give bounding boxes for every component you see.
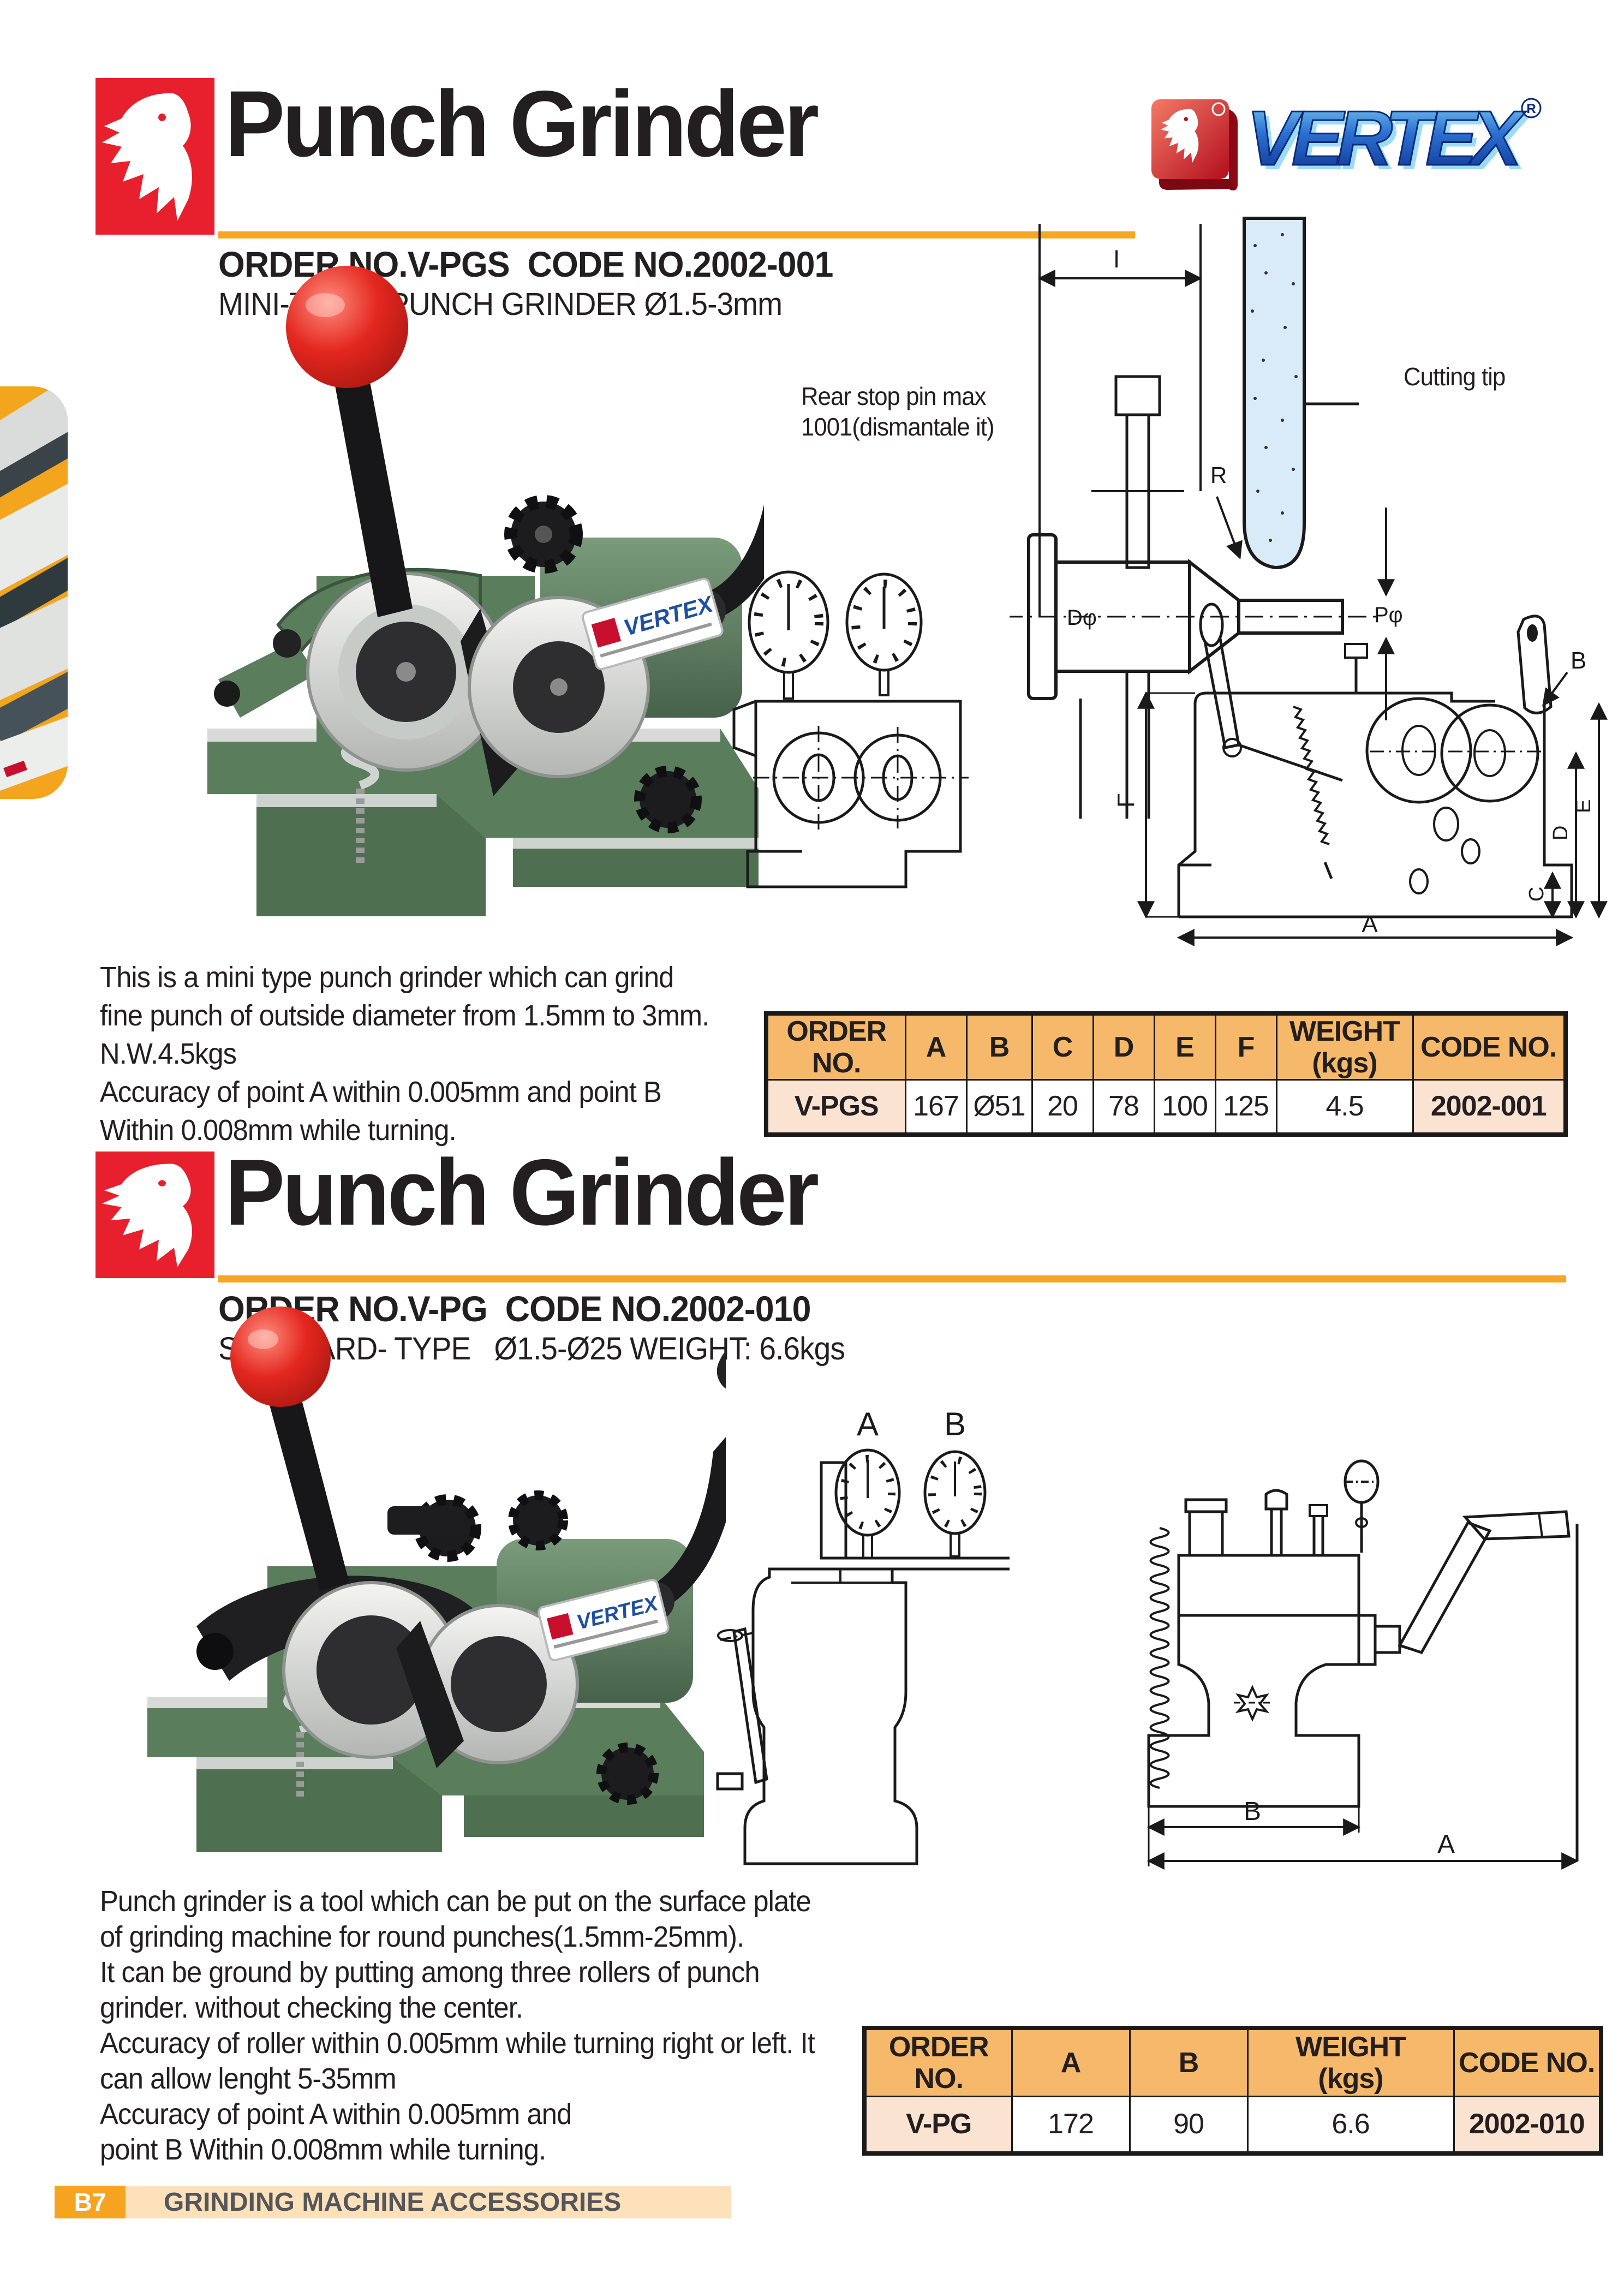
vertex-text-shadow: VERTEX <box>1251 99 1531 186</box>
dim-label-A2: A <box>1437 1830 1455 1859</box>
col-f: F <box>1214 1012 1277 1081</box>
dim-label-B: B <box>1571 647 1586 674</box>
footer-category-bar: GRINDING MACHINE ACCESSORIES <box>126 2186 731 2218</box>
cell-code-no: 2002-001 <box>1412 1079 1567 1135</box>
diagram-side-view-ba: B A <box>1108 1430 1621 1902</box>
dim-label-E: E <box>1572 800 1595 813</box>
dim-label-C: C <box>1525 887 1548 902</box>
dial-label-B: B <box>944 1406 966 1442</box>
col-code-no: CODE NO. <box>1412 1012 1567 1081</box>
vertex-cube-icon <box>1151 99 1238 190</box>
dim-label-l: l <box>1114 246 1119 273</box>
col-d: D <box>1092 1012 1155 1081</box>
cell-b: 90 <box>1129 2095 1249 2155</box>
title-underline-1 <box>218 231 1135 238</box>
col-b: B <box>1129 2027 1249 2097</box>
registered-mark: R <box>1526 102 1536 116</box>
rear-stop-note: Rear stop pin max 1001(dismantale it) <box>801 382 995 441</box>
eagle-logo-1 <box>95 78 214 235</box>
col-weight: WEIGHT (kgs) <box>1275 1012 1414 1081</box>
page-title-1: Punch Grinder <box>225 71 819 176</box>
dim-label-R: R <box>1210 462 1227 488</box>
dial-label-A: A <box>857 1406 879 1442</box>
vertex-text: VERTEX <box>1246 95 1526 182</box>
cell-weight: 4.5 <box>1275 1079 1414 1135</box>
col-weight: WEIGHT (kgs) <box>1246 2027 1455 2097</box>
eagle-icon <box>102 93 192 221</box>
dim-label-Dphi: Dφ <box>1067 606 1097 630</box>
product-photo-v-pgs: VERTEX <box>153 248 930 933</box>
diagram-front-view <box>726 568 988 898</box>
cell-b: Ø51 <box>965 1079 1033 1135</box>
col-order-no: ORDER NO. <box>863 2027 1013 2097</box>
col-e: E <box>1153 1012 1216 1081</box>
title-underline-2 <box>218 1275 1566 1282</box>
table-row: V-PGS 167 Ø51 20 78 100 125 4.5 2002-001 <box>765 1079 1567 1135</box>
col-c: C <box>1031 1012 1094 1081</box>
cell-f: 125 <box>1214 1079 1277 1135</box>
diagram-side-view-dims: B F A C D E <box>1113 568 1621 952</box>
cell-a: 167 <box>904 1079 968 1135</box>
cell-c: 20 <box>1031 1079 1094 1135</box>
vertex-sticker: VERTEX <box>581 577 724 670</box>
dim-label-D: D <box>1549 826 1572 840</box>
vertex-logo: VERTEX VERTEX R <box>1146 87 1550 202</box>
description-1: This is a mini type punch grinder which … <box>100 961 709 1147</box>
col-code-no: CODE NO. <box>1453 2027 1602 2097</box>
spring <box>1149 1527 1170 1789</box>
dim-label-F: F <box>1113 793 1139 808</box>
product-photo-v-pg: VERTEX <box>115 1304 856 1864</box>
cutting-tip-label: Cutting tip <box>1404 362 1506 391</box>
lever <box>333 371 413 617</box>
cell-weight: 6.6 <box>1246 2095 1455 2155</box>
page-title-2: Punch Grinder <box>225 1140 819 1245</box>
cell-order-no: V-PG <box>863 2095 1013 2155</box>
spec-table-v-pgs: ORDER NO. A B C D E F WEIGHT (kgs) CODE … <box>764 1011 1568 1137</box>
red-ball-handle <box>286 266 408 388</box>
table-row: V-PG 172 90 6.6 2002-010 <box>863 2095 1602 2155</box>
eagle-icon <box>102 1164 192 1267</box>
col-a: A <box>1011 2027 1131 2097</box>
spec-table-v-pg: ORDER NO. A B WEIGHT (kgs) CODE NO. V-PG… <box>862 2026 1603 2156</box>
col-a: A <box>904 1012 968 1081</box>
cell-e: 100 <box>1153 1079 1216 1135</box>
dim-label-B2: B <box>1244 1797 1261 1826</box>
diagram-dials-ab: A B <box>704 1397 1097 1891</box>
description-2: Punch grinder is a tool which can be put… <box>100 1885 815 2166</box>
col-order-no: ORDER NO. <box>765 1012 906 1081</box>
diagram-cutting-tip: l R Dφ Pφ <box>1004 186 1599 832</box>
cell-code-no: 2002-010 <box>1453 2095 1602 2155</box>
vertex-sticker: VERTEX <box>538 1579 670 1662</box>
cell-order-no: V-PGS <box>765 1079 906 1135</box>
cell-a: 172 <box>1011 2095 1131 2155</box>
dim-label-A: A <box>1362 911 1378 938</box>
adjust-knob-right <box>634 766 702 833</box>
page-number-badge: B7 <box>55 2186 126 2218</box>
col-b: B <box>965 1012 1033 1081</box>
sidebar-product-collage <box>0 386 68 799</box>
eagle-logo-2 <box>95 1152 214 1278</box>
cell-d: 78 <box>1092 1079 1155 1135</box>
dim-label-Pphi: Pφ <box>1374 603 1403 627</box>
